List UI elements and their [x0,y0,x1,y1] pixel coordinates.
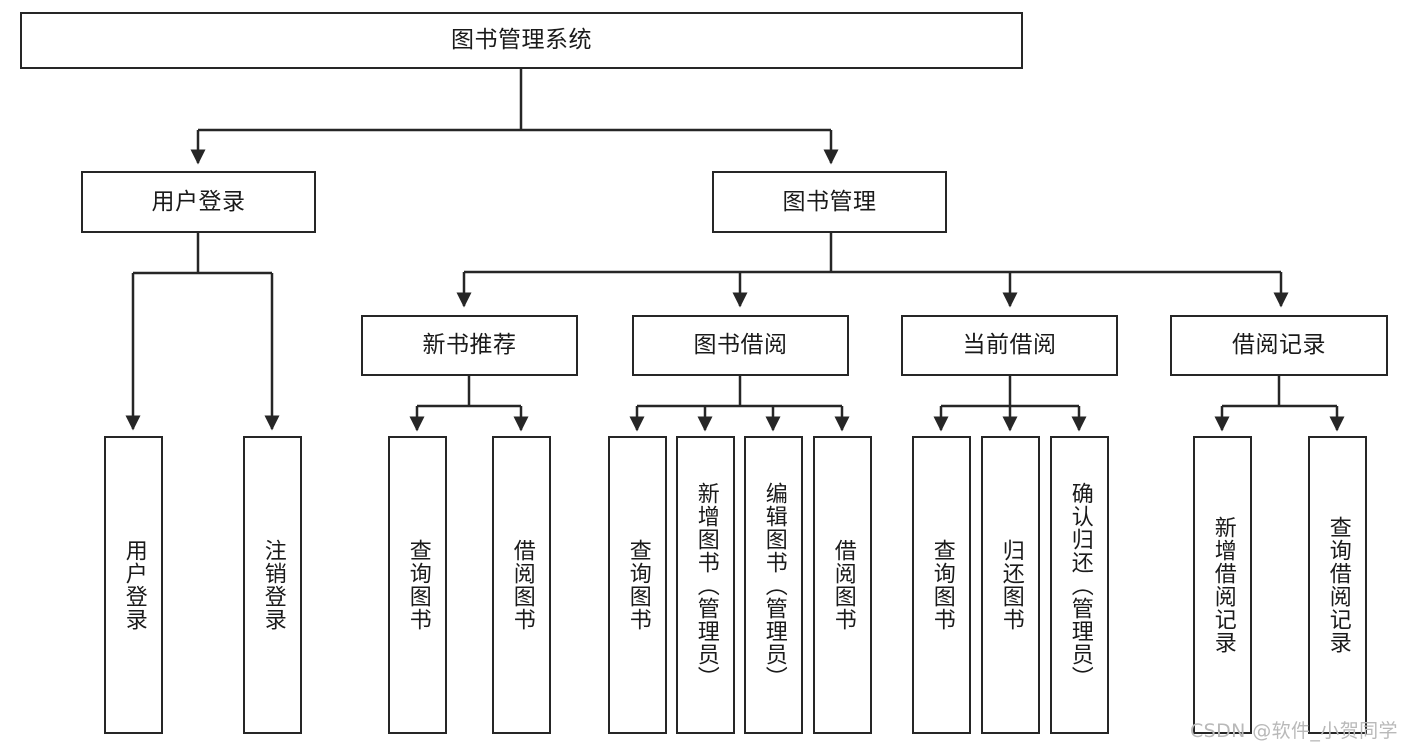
node-book-borrow[interactable]: 图书借阅 [632,315,849,376]
node-borrow-record-label: 借阅记录 [1232,332,1326,359]
leaf-book-borrow-3-label: 编辑图书（管理员） [761,481,787,689]
leaf-book-borrow-4[interactable]: 借阅图书 [813,436,872,734]
leaf-current-borrow-2[interactable]: 归还图书 [981,436,1040,734]
leaf-borrow-record-2-label: 查询借阅记录 [1325,516,1351,654]
node-current-borrow[interactable]: 当前借阅 [901,315,1118,376]
leaf-book-borrow-2-label: 新增图书（管理员） [693,481,719,689]
node-new-book-recommend-label: 新书推荐 [422,332,517,359]
leaf-borrow-record-1-label: 新增借阅记录 [1210,516,1236,654]
node-user-login[interactable]: 用户登录 [81,171,316,233]
leaf-book-borrow-1[interactable]: 查询图书 [608,436,667,734]
node-new-book-recommend[interactable]: 新书推荐 [361,315,578,376]
leaf-current-borrow-1-label: 查询图书 [929,539,955,631]
leaf-user-login-2-label: 注销登录 [260,539,286,631]
leaf-current-borrow-3[interactable]: 确认归还（管理员） [1050,436,1109,734]
node-book-management-label: 图书管理 [782,188,877,215]
csdn-watermark: CSDN @软件_小贺同学 [1190,720,1398,742]
leaf-user-login-2[interactable]: 注销登录 [243,436,302,734]
node-user-login-label: 用户登录 [151,188,246,215]
leaf-book-borrow-2[interactable]: 新增图书（管理员） [676,436,735,734]
leaf-current-borrow-3-label: 确认归还（管理员） [1067,481,1093,689]
leaf-user-login-1[interactable]: 用户登录 [104,436,163,734]
node-book-management[interactable]: 图书管理 [712,171,947,233]
leaf-borrow-record-2[interactable]: 查询借阅记录 [1308,436,1367,734]
leaf-new-book-1[interactable]: 查询图书 [388,436,447,734]
leaf-current-borrow-1[interactable]: 查询图书 [912,436,971,734]
leaf-new-book-2[interactable]: 借阅图书 [492,436,551,734]
leaf-book-borrow-4-label: 借阅图书 [830,539,856,631]
node-current-borrow-label: 当前借阅 [962,332,1057,359]
leaf-new-book-1-label: 查询图书 [405,539,431,631]
node-root-label: 图书管理系统 [451,27,592,54]
leaf-borrow-record-1[interactable]: 新增借阅记录 [1193,436,1252,734]
leaf-current-borrow-2-label: 归还图书 [998,539,1024,631]
node-borrow-record[interactable]: 借阅记录 [1170,315,1388,376]
node-root[interactable]: 图书管理系统 [20,12,1023,69]
node-book-borrow-label: 图书借阅 [693,332,788,359]
leaf-user-login-1-label: 用户登录 [121,539,147,631]
leaf-book-borrow-1-label: 查询图书 [625,539,651,631]
leaf-new-book-2-label: 借阅图书 [509,539,535,631]
leaf-book-borrow-3[interactable]: 编辑图书（管理员） [744,436,803,734]
